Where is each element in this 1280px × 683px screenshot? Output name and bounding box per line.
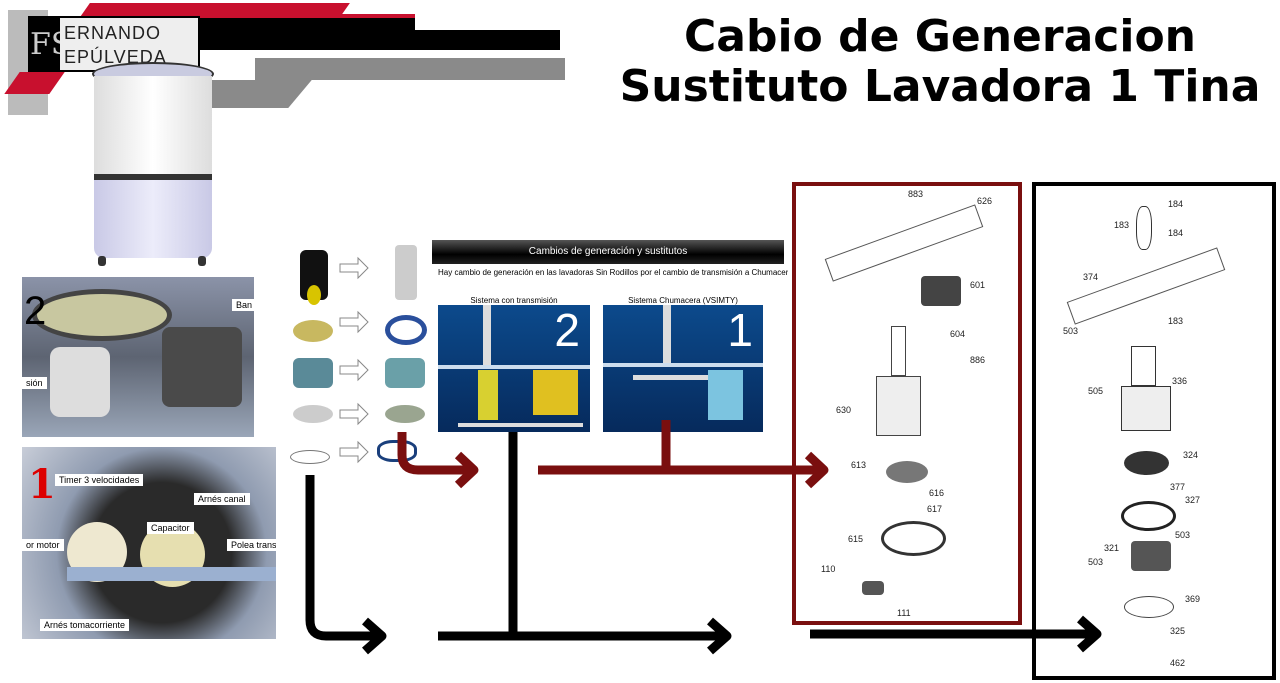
callout-label: Arnés tomacorriente (40, 619, 130, 631)
replace-arrow-icon (339, 440, 369, 464)
part-number: 369 (1185, 594, 1201, 604)
panel-bearing: 1 (603, 305, 763, 432)
arrow-head (362, 617, 387, 655)
logo-stripe-grey (255, 58, 565, 80)
panel-caption: Sistema con transmisión (470, 296, 558, 305)
arrow-head (707, 617, 732, 655)
logo-line1: ERNANDO (64, 23, 162, 43)
part-number: 184 (1168, 199, 1184, 209)
part-number: 615 (848, 534, 864, 544)
part-number: 327 (1185, 495, 1201, 505)
part-number: 325 (1170, 626, 1186, 636)
callout-label: Capacitor (147, 522, 194, 534)
replacement-arrows (339, 256, 369, 464)
logo-stripe-black2 (200, 30, 560, 50)
panel-transmission: 2 (438, 305, 590, 432)
part-number: 601 (970, 280, 986, 290)
part-number: 883 (908, 189, 924, 199)
arrow-black-1 (305, 475, 380, 641)
logo-monogram: FS (30, 18, 71, 70)
part-number: 377 (1170, 482, 1186, 492)
panel-number: 1 (727, 305, 753, 356)
part-number: 503 (1088, 557, 1104, 567)
part-number: 110 (821, 564, 836, 574)
arrow-head (454, 451, 479, 489)
photo-bearing-system: 1 Timer 3 velocidades Arnés canal Capaci… (22, 447, 276, 639)
part-number: 886 (970, 355, 986, 365)
arrow-head (1077, 615, 1102, 653)
callout-label: Timer 3 velocidades (55, 474, 144, 486)
system-number-2: 2 (24, 289, 47, 333)
panel-caption: Sistema Chumacera (VSIMTY) (628, 296, 738, 305)
part-number: 183 (1168, 316, 1184, 326)
arrow-red-1 (397, 432, 470, 475)
part-number: 626 (977, 196, 993, 206)
part-number: 503 (1063, 326, 1079, 336)
exploded-diagram-transmission (1032, 182, 1276, 680)
part-number: 336 (1172, 376, 1188, 386)
part-number: 183 (1114, 220, 1130, 230)
part-number: 462 (1170, 658, 1186, 668)
part-number: 604 (950, 329, 966, 339)
part-number: 324 (1183, 450, 1199, 460)
arrow-head (804, 451, 829, 489)
slide-description: Hay cambio de generación en las lavadora… (438, 268, 788, 277)
washer-image (88, 62, 218, 268)
part-number: 630 (836, 405, 852, 415)
replace-arrow-icon (339, 310, 369, 334)
callout-label: sión (22, 377, 47, 389)
part-number: 111 (897, 608, 911, 618)
part-number: 616 (929, 488, 945, 498)
photo-transmission-system: 2 Ban sión (22, 277, 254, 437)
part-number: 503 (1175, 530, 1191, 540)
replace-arrow-icon (339, 256, 369, 280)
replace-arrow-icon (339, 358, 369, 382)
replace-arrow-icon (339, 402, 369, 426)
title-line2: Sustituto Lavadora 1 Tina (619, 61, 1261, 112)
part-number: 505 (1088, 386, 1104, 396)
callout-label: Polea transm (227, 539, 276, 551)
slide-header: Cambios de generación y sustitutos (432, 240, 784, 264)
callout-label: Arnés canal (194, 493, 250, 505)
title-line1: Cabio de Generacion (684, 11, 1196, 62)
part-number: 374 (1083, 272, 1099, 282)
exploded-diagram-bearing (792, 182, 1022, 625)
part-number: 613 (851, 460, 867, 470)
part-number: 184 (1168, 228, 1184, 238)
system-number-1: 1 (28, 461, 56, 508)
parts-comparison (285, 230, 435, 475)
callout-label: or motor (22, 539, 64, 551)
callout-label: Ban (232, 299, 254, 311)
part-number: 321 (1104, 543, 1120, 553)
panel-number: 2 (554, 305, 580, 356)
part-number: 617 (927, 504, 943, 514)
